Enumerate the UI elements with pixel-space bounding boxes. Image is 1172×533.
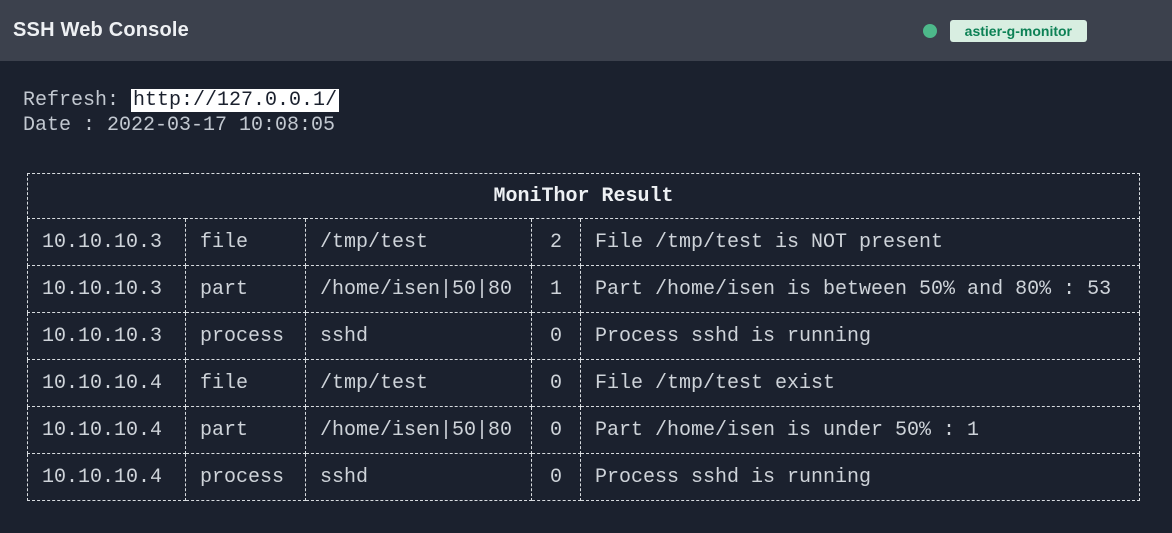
table-row: 10.10.10.3 file /tmp/test 2 File /tmp/te… — [27, 218, 1141, 266]
app-header: SSH Web Console astier-g-monitor — [0, 0, 1172, 61]
cell-message: File /tmp/test exist — [579, 359, 1141, 407]
table-row: 10.10.10.4 part /home/isen|50|80 0 Part … — [27, 406, 1141, 454]
cell-host: 10.10.10.4 — [27, 406, 186, 454]
cell-host: 10.10.10.3 — [27, 312, 186, 360]
page-title: SSH Web Console — [13, 19, 189, 41]
cell-target: /tmp/test — [305, 218, 532, 266]
date-line: Date : 2022-03-17 10:08:05 — [23, 113, 1172, 138]
table-title-row: MoniThor Result — [26, 173, 1141, 219]
cell-status: 0 — [531, 406, 581, 454]
cell-check-type: file — [185, 218, 306, 266]
cell-check-type: process — [185, 453, 306, 501]
refresh-url-link[interactable]: http://127.0.0.1/ — [131, 89, 340, 112]
cell-check-type: file — [185, 359, 306, 407]
cell-status: 0 — [531, 453, 581, 501]
cell-status: 1 — [531, 265, 581, 313]
refresh-line: Refresh: http://127.0.0.1/ — [23, 88, 1172, 113]
cell-status: 0 — [531, 359, 581, 407]
monithor-table: MoniThor Result 10.10.10.3 file /tmp/tes… — [26, 173, 1141, 501]
cell-check-type: part — [185, 406, 306, 454]
cell-host: 10.10.10.3 — [27, 218, 186, 266]
cell-target: /tmp/test — [305, 359, 532, 407]
cell-check-type: part — [185, 265, 306, 313]
table-title: MoniThor Result — [26, 173, 1141, 219]
cell-host: 10.10.10.4 — [27, 453, 186, 501]
cell-target: /home/isen|50|80 — [305, 265, 532, 313]
date-label: Date : — [23, 114, 108, 137]
cell-message: Part /home/isen is under 50% : 1 — [579, 406, 1141, 454]
cell-target: /home/isen|50|80 — [305, 406, 532, 454]
cell-message: File /tmp/test is NOT present — [579, 218, 1141, 266]
status-dot-icon — [922, 23, 937, 38]
cell-target: sshd — [305, 453, 532, 501]
cell-message: Part /home/isen is between 50% and 80% :… — [579, 265, 1141, 313]
cell-status: 0 — [531, 312, 581, 360]
date-value: 2022-03-17 10:08:05 — [107, 114, 336, 137]
table-row: 10.10.10.4 process sshd 0 Process sshd i… — [27, 453, 1141, 501]
refresh-label: Refresh: — [23, 89, 132, 112]
cell-check-type: process — [185, 312, 306, 360]
cell-status: 2 — [531, 218, 581, 266]
cell-message: Process sshd is running — [579, 453, 1141, 501]
table-row: 10.10.10.3 process sshd 0 Process sshd i… — [27, 312, 1141, 360]
cell-host: 10.10.10.3 — [27, 265, 186, 313]
host-badge[interactable]: astier-g-monitor — [949, 19, 1087, 42]
cell-host: 10.10.10.4 — [27, 359, 186, 407]
main-content: Refresh: http://127.0.0.1/ Date : 2022-0… — [0, 61, 1172, 501]
header-status-group: astier-g-monitor — [922, 19, 1087, 42]
table-row: 10.10.10.3 part /home/isen|50|80 1 Part … — [27, 265, 1141, 313]
cell-target: sshd — [305, 312, 532, 360]
cell-message: Process sshd is running — [579, 312, 1141, 360]
table-row: 10.10.10.4 file /tmp/test 0 File /tmp/te… — [27, 359, 1141, 407]
